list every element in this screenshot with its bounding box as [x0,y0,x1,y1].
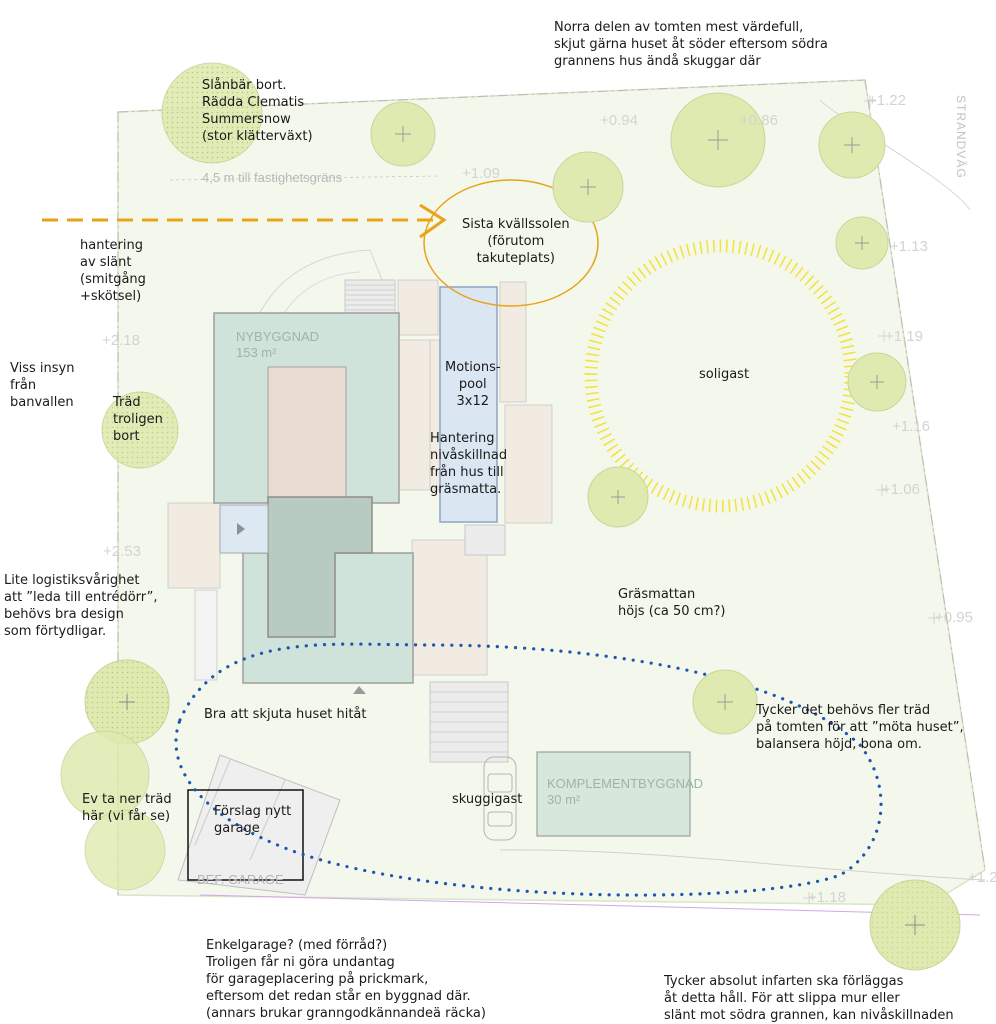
house-core [267,366,347,498]
note-pool: Motions- pool 3x12 [445,360,501,409]
tree-icon [161,62,263,164]
note-north: Norra delen av tomten mest värdefull, sk… [554,20,828,69]
annex-label: KOMPLEMENTBYGGNAD 30 m² [547,776,704,807]
elevation-label: +1.19 [885,328,923,345]
note-sunniest: soligast [699,367,750,382]
elevation-label: +1.13 [890,238,928,255]
note-slope: hantering av slänt (smitgång +skötsel) [80,238,146,304]
note-shadiest: skuggigast [452,792,523,807]
building-label: NYBYGGNAD 153 m² [236,329,320,360]
new-garage-box [187,789,304,881]
tree-icon [370,101,436,167]
tree-icon [835,216,889,270]
note-evening-sun: Sista kvällssolen (förutom takuteplats) [462,217,570,266]
elevation-label: +1.06 [882,481,920,498]
note-single-garage: Enkelgarage? (med förråd?) Troligen får … [206,938,486,1021]
evening-sun-circle [423,179,599,307]
elevation-label: +1.09 [462,165,500,182]
car-icon [483,756,517,841]
tree-icon [84,809,166,891]
note-trees-removed: Träd troligen bort [113,395,163,444]
street-label: STRANDVÄG [954,95,968,179]
tree-icon [847,352,907,412]
note-driveway: Tycker absolut infarten ska förläggas åt… [664,974,954,1023]
tree-icon [587,466,649,528]
note-insyn: Viss insyn från banvallen [10,361,75,410]
tree-icon [101,391,179,469]
elevation-label: +1.18 [808,889,846,906]
elevation-label: +1.2 [968,869,996,886]
house-marker [353,686,366,694]
tree-icon [670,92,766,188]
note-move-house: Bra att skjuta huset hitåt [204,707,367,722]
annex [536,751,691,837]
note-logistics: Lite logistiksvårighet att ”leda till en… [4,573,158,639]
tree-icon [552,151,624,223]
elevation-label: +0.95 [935,609,973,626]
note-more-trees: Tycker det behövs fler träd på tomten fö… [756,703,964,752]
note-lawn: Gräsmattan höjs (ca 50 cm?) [618,587,726,619]
note-new-garage: Förslag nytt garage [214,804,292,836]
elevation-label: +2.18 [102,332,140,349]
note-remove-tree: Ev ta ner träd här (vi får se) [82,792,172,824]
elevation-label: +1.22 [868,92,906,109]
tree-icon [84,659,170,745]
setback-label: 4,5 m till fastighetsgräns [202,170,343,185]
elevation-label: +2.53 [103,543,141,560]
existing-garage-label: BEF. GARAGE [197,872,284,887]
elevation-label: +0.86 [740,112,778,129]
elevation-label: +1.16 [892,418,930,435]
note-slanbar: Slånbär bort. Rädda Clematis Summersnow … [202,78,313,144]
tree-icon [818,111,886,179]
dotted-loop [174,642,883,897]
tree-icon [869,879,961,971]
house-stair-core [267,496,373,638]
tree-icon [692,669,758,735]
note-level-difference: Hantering nivåskillnad från hus till grä… [430,431,508,497]
pool [439,286,498,523]
elevation-label: +0.94 [600,112,638,129]
